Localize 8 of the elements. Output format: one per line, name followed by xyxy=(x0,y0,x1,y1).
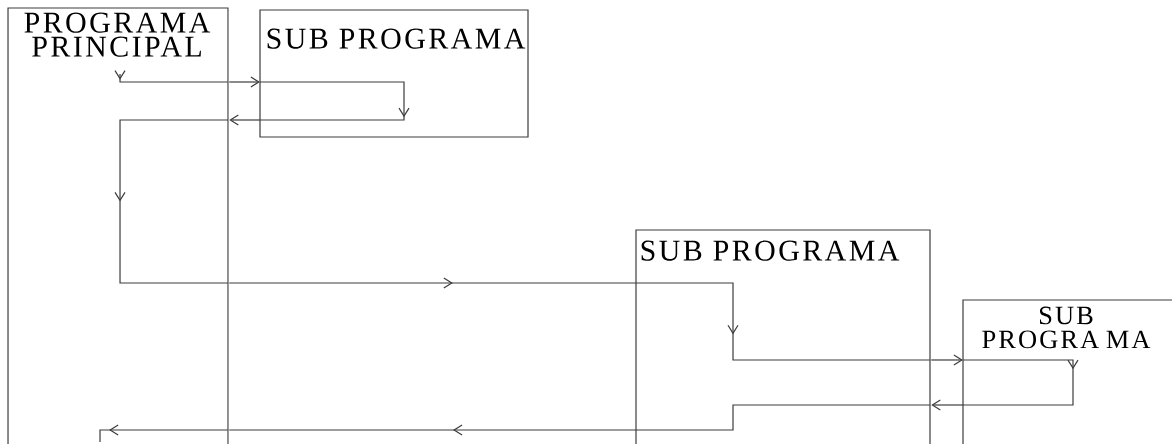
program-box: SUB PROGRAMA xyxy=(635,229,931,444)
program-box: SUB PROGRAMA xyxy=(259,9,529,138)
program-box: PROGRAMA PRINCIPAL xyxy=(7,7,229,444)
program-box: SUB PROGRA MA xyxy=(962,299,1172,444)
arrow xyxy=(229,114,261,126)
arrow xyxy=(930,354,963,366)
arrow xyxy=(931,399,964,411)
arrow xyxy=(228,76,260,88)
